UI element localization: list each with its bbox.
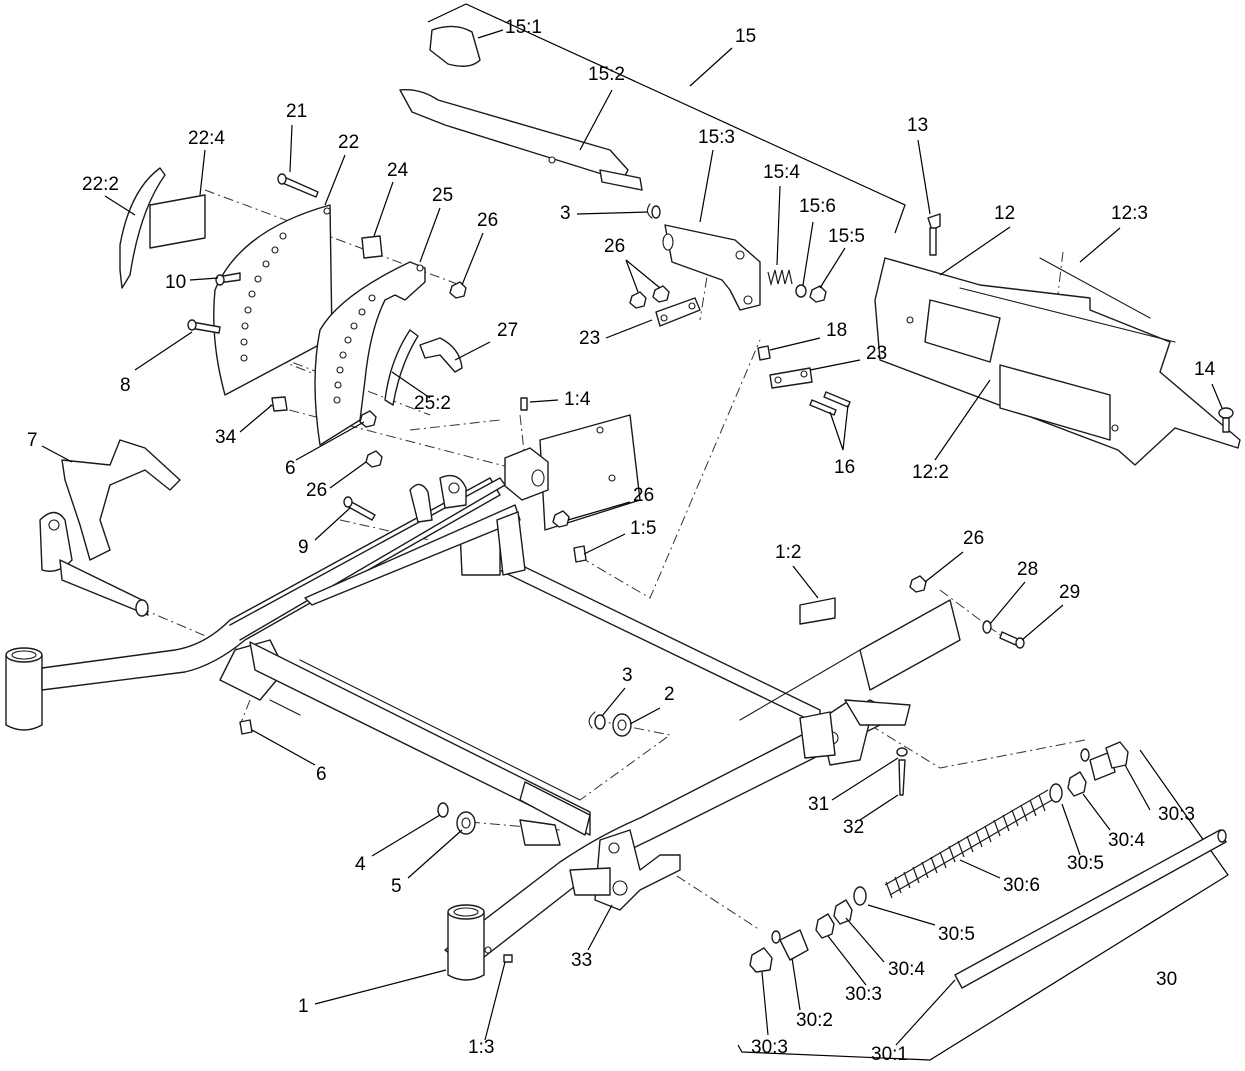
- callout-l-1: 1: [298, 996, 309, 1017]
- plate-22: [213, 204, 333, 396]
- decal-1-2: [799, 597, 836, 625]
- callout-l-8: 8: [120, 375, 131, 396]
- callout-l-31: 31: [808, 794, 829, 815]
- callout-l-26c: 26: [306, 480, 327, 501]
- callout-l-30-1: 30:1: [871, 1044, 908, 1065]
- callout-l-15-3: 15:3: [698, 127, 735, 148]
- callout-l-30-3a: 30:3: [1158, 804, 1195, 825]
- callout-l-1-3: 1:3: [468, 1037, 494, 1058]
- callout-l-12: 12: [994, 203, 1015, 224]
- callout-l-4: 4: [355, 854, 366, 875]
- callout-l-26a: 26: [477, 210, 498, 231]
- decal-22-4: [149, 194, 206, 249]
- bracket-30: [737, 749, 1229, 1061]
- callout-l-5: 5: [391, 876, 402, 897]
- callout-l-27: 27: [497, 320, 518, 341]
- callout-l-15-2: 15:2: [588, 64, 625, 85]
- callout-l-30-4b: 30:4: [888, 959, 925, 980]
- callout-l-18: 18: [826, 320, 847, 341]
- callout-l-13: 13: [907, 115, 928, 136]
- spring-assembly-30: [749, 741, 1227, 989]
- callout-l-33: 33: [571, 950, 592, 971]
- callout-l-25-2: 25:2: [414, 393, 451, 414]
- callout-l-23b: 23: [866, 343, 887, 364]
- callout-l-15-4: 15:4: [763, 162, 800, 183]
- callout-l-16: 16: [834, 457, 855, 478]
- callout-l-22-4: 22:4: [188, 128, 225, 149]
- callout-l-24: 24: [387, 160, 409, 181]
- main-frame: [5, 414, 961, 981]
- callout-l-26e: 26: [963, 528, 984, 549]
- plate-25: [314, 261, 426, 446]
- callout-l-1-5: 1:5: [630, 518, 656, 539]
- callout-l-15-5: 15:5: [828, 226, 865, 247]
- callout-l-25: 25: [432, 185, 453, 206]
- callout-l-30-4a: 30:4: [1108, 830, 1145, 851]
- part-22-2: [119, 167, 166, 289]
- hardware: [187, 173, 1025, 963]
- callout-l-30-6: 30:6: [1003, 875, 1040, 896]
- callout-l-30-2: 30:2: [796, 1010, 833, 1031]
- callout-l-21: 21: [286, 101, 307, 122]
- callout-l-6a: 6: [285, 458, 296, 479]
- panel-12: [874, 213, 1241, 466]
- callout-l-26d: 26: [633, 485, 654, 506]
- callout-l-22-2: 22:2: [82, 174, 119, 195]
- callout-l-30-3c: 30:3: [751, 1037, 788, 1058]
- callout-l-26b: 26: [604, 236, 625, 257]
- bracket-15: [427, 3, 906, 234]
- callout-l-3a: 3: [560, 203, 571, 224]
- callout-l-1-2: 1:2: [775, 542, 801, 563]
- group-brackets: [427, 3, 1229, 1061]
- callout-l-28: 28: [1017, 559, 1038, 580]
- callout-l-10: 10: [165, 272, 186, 293]
- callout-l-12-2: 12:2: [912, 462, 949, 483]
- pedal-assembly-15: [399, 25, 851, 416]
- callout-l-2: 2: [664, 684, 675, 705]
- callout-l-22: 22: [338, 132, 359, 153]
- callout-l-15-6: 15:6: [799, 196, 836, 217]
- part-27-rod: [384, 329, 419, 406]
- callout-l-9: 9: [298, 537, 309, 558]
- callout-l-30-5b: 30:5: [938, 924, 975, 945]
- callout-l-7: 7: [27, 430, 38, 451]
- callout-l-15-1: 15:1: [505, 17, 542, 38]
- callout-l-3b: 3: [622, 665, 633, 686]
- callout-l-34: 34: [215, 427, 237, 448]
- callout-l-6b: 6: [316, 764, 327, 785]
- part-7-bracket: [39, 439, 181, 617]
- callout-l-30-5a: 30:5: [1067, 853, 1104, 874]
- callout-l-14: 14: [1194, 359, 1216, 380]
- callout-l-1-4: 1:4: [564, 389, 591, 410]
- leader-lines: [41, 29, 1223, 1046]
- callout-l-23a: 23: [579, 328, 600, 349]
- callout-l-29: 29: [1059, 582, 1080, 603]
- callout-l-15: 15: [735, 26, 756, 47]
- callout-l-30: 30: [1156, 969, 1177, 990]
- callout-l-30-3b: 30:3: [845, 984, 882, 1005]
- callout-l-12-3: 12:3: [1111, 203, 1148, 224]
- callout-l-32: 32: [843, 817, 864, 838]
